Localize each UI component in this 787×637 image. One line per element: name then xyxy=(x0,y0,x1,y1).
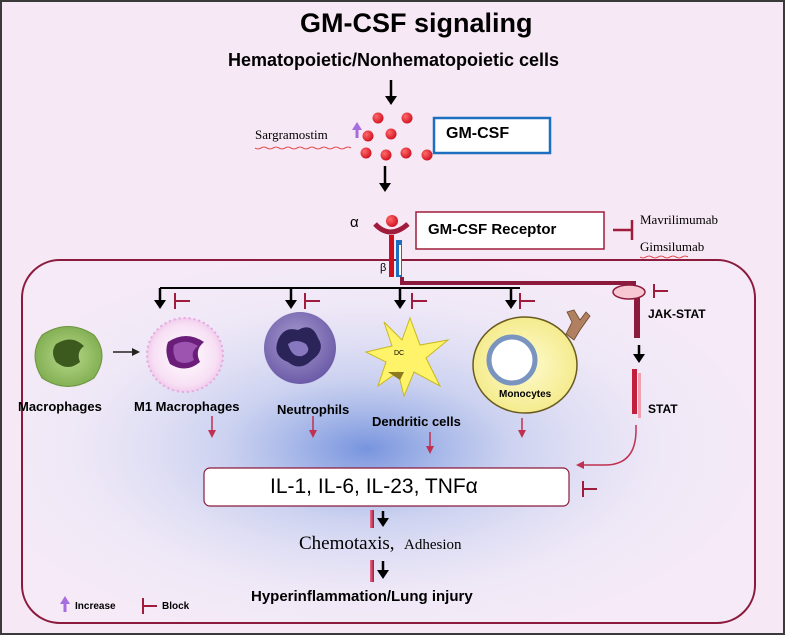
monocytes-label: Monocytes xyxy=(499,389,552,400)
jak-receptor-oval xyxy=(612,284,646,300)
macrophage-cell xyxy=(34,326,103,387)
cytokine-box xyxy=(203,467,570,507)
beta-label: β xyxy=(380,262,387,274)
gm-csf-molecules xyxy=(360,112,433,161)
monocyte-cell xyxy=(472,309,591,414)
m1-macrophage-cell xyxy=(146,317,224,393)
adhesion-label: Adhesion xyxy=(404,537,462,553)
source-cells-label: Hematopoietic/Nonhematopoietic cells xyxy=(228,50,560,70)
arrow-to-neutrophil xyxy=(285,288,320,309)
arrows-to-cytokines xyxy=(208,416,526,454)
arrow-to-dendritic xyxy=(394,288,427,309)
increase-arrow-icon xyxy=(352,122,362,138)
gimsilumab-label: Gimsilumab xyxy=(640,239,705,254)
sargramostim-label: Sargramostim xyxy=(255,127,328,142)
arrow-source-to-cytokine xyxy=(385,80,397,105)
chemotaxis-label: Chemotaxis, xyxy=(299,533,395,554)
mavrilimumab-label: Mavrilimumab xyxy=(640,212,718,227)
gm-csf-receptor-box xyxy=(415,211,605,250)
legend-increase-label: Increase xyxy=(75,601,116,612)
diagram-title: GM-CSF signaling xyxy=(300,8,533,38)
gm-csf-box xyxy=(432,116,552,155)
block-receptor-icon xyxy=(613,220,634,240)
alpha-label: α xyxy=(350,214,359,231)
dendritic-cells-label: Dendritic cells xyxy=(372,414,461,429)
dendritic-cell xyxy=(364,316,450,398)
arrow-to-monocyte xyxy=(505,288,535,309)
gm-csf-label: GM-CSF xyxy=(446,125,510,142)
block-jak-icon xyxy=(653,284,668,298)
dc-inner-label: DC xyxy=(394,350,405,357)
legend-block-icon xyxy=(142,598,157,614)
arrow-to-m1 xyxy=(154,288,190,309)
arrow-to-outcome xyxy=(370,560,389,582)
outcome-label: Hyperinflammation/Lung injury xyxy=(251,588,473,605)
arrow-cytokine-to-receptor xyxy=(379,166,391,192)
macrophages-label: Macrophages xyxy=(18,399,102,414)
macrophage-to-m1-arrow xyxy=(113,348,140,356)
stat-label: STAT xyxy=(648,402,678,416)
neutrophils-label: Neutrophils xyxy=(277,402,350,417)
jak-bar xyxy=(634,298,640,338)
cytokines-label: IL-1, IL-6, IL-23, TNFα xyxy=(270,475,478,498)
arrow-jak-to-stat xyxy=(633,345,645,363)
legend-block-label: Block xyxy=(162,601,190,612)
neutrophil-cell xyxy=(264,312,336,384)
receptor-label: GM-CSF Receptor xyxy=(428,221,557,238)
jak-stat-label: JAK-STAT xyxy=(648,307,706,321)
block-cytokine-icon xyxy=(582,481,597,497)
gm-csf-receptor xyxy=(373,215,410,277)
legend-increase-icon xyxy=(60,596,70,612)
cell-membrane xyxy=(21,259,756,624)
stat-bars xyxy=(632,369,641,418)
m1-macrophages-label: M1 Macrophages xyxy=(134,399,240,414)
arrow-to-chemotaxis xyxy=(370,510,389,528)
